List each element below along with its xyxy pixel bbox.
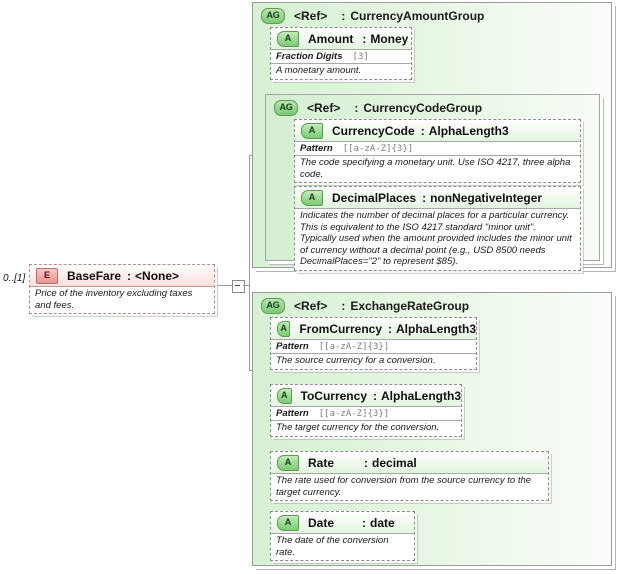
attribute-documentation-fromcurrency: The source currency for a conversion. xyxy=(271,353,476,369)
element-header-basefare: E BaseFare : <None> xyxy=(30,265,214,286)
attribute-box-fromcurrency[interactable]: A FromCurrency : AlphaLength3 Pattern [[… xyxy=(270,317,477,370)
attribute-type-separator: : xyxy=(362,31,367,46)
facet-row-pattern-currencycode: Pattern [[a-zA-Z]{3}] xyxy=(295,141,580,155)
facet-label-pattern: Pattern xyxy=(300,143,333,154)
facet-label-pattern: Pattern xyxy=(276,408,309,419)
attribute-name-date: Date xyxy=(308,515,335,530)
connector-basefare-stub xyxy=(214,285,232,286)
attribute-type-tocurrency: AlphaLength3 xyxy=(381,388,461,403)
attribute-box-currencycode[interactable]: A CurrencyCode : AlphaLength3 Pattern [[… xyxy=(294,119,581,183)
attribute-header-fromcurrency: A FromCurrency : AlphaLength3 xyxy=(271,318,476,339)
facet-value-pattern: [[a-zA-Z]{3}] xyxy=(318,409,390,419)
attribute-box-amount[interactable]: A Amount : Money Fraction Digits [3] A m… xyxy=(270,27,412,80)
facet-value-pattern: [[a-zA-Z]{3}] xyxy=(342,144,414,154)
attribute-documentation-rate: The rate used for conversion from the so… xyxy=(271,473,548,500)
attribute-header-tocurrency: A ToCurrency : AlphaLength3 xyxy=(271,385,461,406)
attribute-group-icon: AG xyxy=(274,100,298,116)
attribute-icon: A xyxy=(277,514,299,531)
facet-row-pattern-tocurrency: Pattern [[a-zA-Z]{3}] xyxy=(271,406,461,420)
facet-value-fraction-digits: [3] xyxy=(352,52,369,62)
group-ref-label: <Ref> xyxy=(294,9,328,23)
attribute-box-rate[interactable]: A Rate : decimal The rate used for conve… xyxy=(270,451,549,501)
facet-label-fraction-digits: Fraction Digits xyxy=(276,51,343,62)
attribute-type-separator: : xyxy=(422,190,427,205)
element-name-basefare: BaseFare xyxy=(67,268,122,283)
attribute-documentation-date: The date of the conversion rate. xyxy=(271,533,414,560)
attribute-icon: A xyxy=(277,30,299,47)
attribute-type-rate: decimal xyxy=(372,455,417,470)
expand-collapse-toggle[interactable] xyxy=(232,280,245,293)
attribute-header-date: A Date : date xyxy=(271,512,414,533)
attribute-name-currencycode: CurrencyCode xyxy=(332,123,415,138)
attribute-type-separator: : xyxy=(362,515,367,530)
attribute-group-icon: AG xyxy=(261,8,285,24)
attribute-type-date: date xyxy=(370,515,395,530)
attribute-header-decimalplaces: A DecimalPlaces : nonNegativeInteger xyxy=(295,187,580,208)
attribute-name-decimalplaces: DecimalPlaces xyxy=(332,190,417,205)
group-separator: : xyxy=(341,299,346,313)
attribute-icon: A xyxy=(277,387,292,404)
attribute-type-decimalplaces: nonNegativeInteger xyxy=(430,190,543,205)
group-header-exchangerategroup: AG <Ref> : ExchangeRateGroup xyxy=(261,298,469,314)
group-name-currencyamountgroup: CurrencyAmountGroup xyxy=(350,9,485,23)
attribute-documentation-amount: A monetary amount. xyxy=(271,63,411,79)
attribute-box-date[interactable]: A Date : date The date of the conversion… xyxy=(270,511,415,561)
attribute-box-decimalplaces[interactable]: A DecimalPlaces : nonNegativeInteger Ind… xyxy=(294,186,581,271)
attribute-type-fromcurrency: AlphaLength3 xyxy=(396,321,476,336)
attribute-type-currencycode: AlphaLength3 xyxy=(428,123,509,138)
attribute-box-tocurrency[interactable]: A ToCurrency : AlphaLength3 Pattern [[a-… xyxy=(270,384,462,437)
connector-expander-out xyxy=(243,285,250,286)
attribute-documentation-tocurrency: The target currency for the conversion. xyxy=(271,420,461,436)
attribute-icon: A xyxy=(277,320,291,337)
element-documentation-basefare: Price of the inventory excluding taxes a… xyxy=(30,286,214,313)
attribute-name-amount: Amount xyxy=(308,31,354,46)
attribute-group-icon: AG xyxy=(261,298,285,314)
facet-row-pattern-fromcurrency: Pattern [[a-zA-Z]{3}] xyxy=(271,339,476,353)
attribute-icon: A xyxy=(301,189,323,206)
facet-label-pattern: Pattern xyxy=(276,341,309,352)
group-name-currencycodegroup: CurrencyCodeGroup xyxy=(363,101,483,115)
facet-row-fraction-digits: Fraction Digits [3] xyxy=(271,49,411,63)
group-name-exchangerategroup: ExchangeRateGroup xyxy=(350,299,470,313)
connector-main-trunk xyxy=(249,155,250,370)
element-type-basefare: <None> xyxy=(135,268,180,283)
group-header-currencyamountgroup: AG <Ref> : CurrencyAmountGroup xyxy=(261,8,484,24)
element-icon: E xyxy=(36,267,58,284)
attribute-icon: A xyxy=(277,454,299,471)
group-ref-label: <Ref> xyxy=(307,101,341,115)
facet-value-pattern: [[a-zA-Z]{3}] xyxy=(318,342,390,352)
attribute-type-amount: Money xyxy=(370,31,409,46)
group-separator: : xyxy=(354,101,359,115)
group-separator: : xyxy=(341,9,346,23)
attribute-header-amount: A Amount : Money xyxy=(271,28,411,49)
attribute-type-separator: : xyxy=(364,455,369,470)
attribute-type-separator: : xyxy=(420,123,425,138)
element-box-basefare[interactable]: E BaseFare : <None> Price of the invento… xyxy=(29,264,215,314)
attribute-name-tocurrency: ToCurrency xyxy=(300,388,367,403)
attribute-icon: A xyxy=(301,122,323,139)
attribute-type-separator: : xyxy=(373,388,377,403)
attribute-name-rate: Rate xyxy=(308,455,335,470)
group-ref-label: <Ref> xyxy=(294,299,328,313)
attribute-documentation-decimalplaces: Indicates the number of decimal places f… xyxy=(295,208,580,270)
attribute-type-separator: : xyxy=(388,321,392,336)
group-header-currencycodegroup: AG <Ref> : CurrencyCodeGroup xyxy=(274,100,482,116)
cardinality-label: 0..[1] xyxy=(3,273,26,284)
attribute-header-currencycode: A CurrencyCode : AlphaLength3 xyxy=(295,120,580,141)
element-type-separator: : xyxy=(127,268,132,283)
attribute-documentation-currencycode: The code specifying a monetary unit. Use… xyxy=(295,155,580,182)
attribute-header-rate: A Rate : decimal xyxy=(271,452,548,473)
attribute-name-fromcurrency: FromCurrency xyxy=(299,321,382,336)
